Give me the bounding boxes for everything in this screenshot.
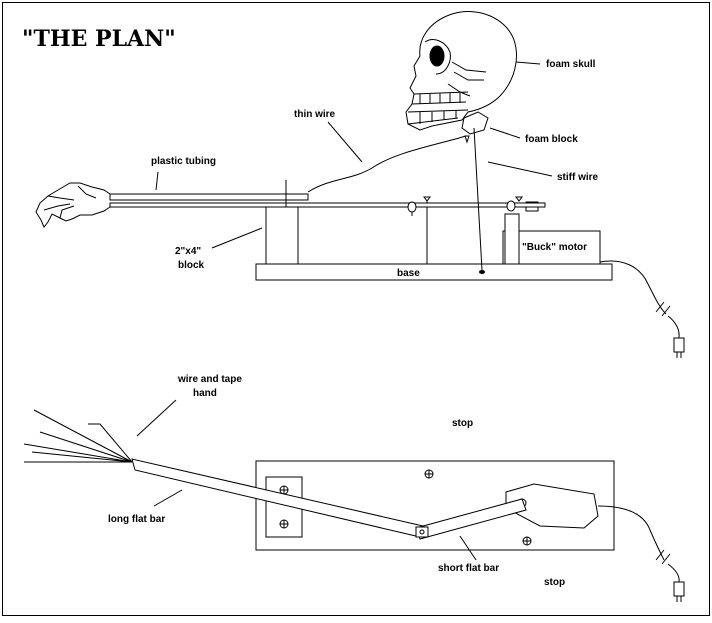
thin-wire xyxy=(307,135,467,193)
label-short-flat-bar: short flat bar xyxy=(438,563,499,574)
foam-block xyxy=(461,111,489,135)
leader-block xyxy=(211,227,263,249)
motor-cord-end xyxy=(667,315,680,339)
hand-outline xyxy=(35,182,111,228)
leader-wire-hand xyxy=(136,399,177,437)
leader-foam-skull xyxy=(515,61,541,65)
label-block-line1: 2"x4" xyxy=(175,246,201,257)
plastic-tubing xyxy=(109,193,309,201)
skull-eye-rim xyxy=(424,39,451,75)
skull-lower-teeth xyxy=(407,109,469,125)
label-stiff-wire: stiff wire xyxy=(557,172,599,183)
stiff-wire-anchor xyxy=(479,270,485,274)
top-motor-cord xyxy=(597,505,665,561)
leader-plastic-tubing xyxy=(155,171,159,191)
motor-cord-break xyxy=(655,301,671,317)
arm-bolt-right xyxy=(506,200,516,212)
top-cord-end xyxy=(667,563,680,583)
top-view: wire and tape hand stop long flat bar sh… xyxy=(23,374,685,602)
top-cord-break xyxy=(655,549,671,565)
label-foam-block: foam block xyxy=(525,134,578,145)
base-board xyxy=(255,263,613,281)
base-label: base xyxy=(397,268,420,279)
skull-upper-teeth xyxy=(411,91,469,105)
label-block-line2: block xyxy=(178,260,205,271)
side-view: base "Buck" motor xyxy=(35,11,685,358)
hand-fingers xyxy=(43,185,97,219)
jaw-pivot-pin xyxy=(464,135,470,144)
label-foam-skull: foam skull xyxy=(546,59,596,70)
stiff-wire xyxy=(473,127,483,271)
bar-joint-pin xyxy=(419,529,425,535)
label-stop-top: stop xyxy=(452,418,473,429)
leader-stiff-wire xyxy=(487,161,553,177)
skull-outline xyxy=(405,11,517,131)
label-hand: hand xyxy=(193,388,217,399)
skull-eye-socket xyxy=(429,45,445,67)
arm-bolt-left xyxy=(407,201,417,213)
buck-motor-label: "Buck" motor xyxy=(522,242,587,253)
label-stop-bottom: stop xyxy=(544,577,565,588)
motor-plug xyxy=(673,337,685,353)
pivot-pin-right xyxy=(515,196,523,202)
leader-long-flat-bar xyxy=(153,489,183,507)
leader-thin-wire xyxy=(327,121,363,163)
label-plastic-tubing: plastic tubing xyxy=(151,156,216,167)
leader-foam-block xyxy=(489,127,521,139)
label-thin-wire: thin wire xyxy=(294,109,336,120)
label-wire-and-tape: wire and tape xyxy=(177,374,242,385)
leader-short-flat-bar xyxy=(459,535,477,561)
two-by-four-block xyxy=(265,206,299,265)
motor-mount xyxy=(504,213,520,265)
diagram-title: "THE PLAN" xyxy=(22,26,176,52)
long-arm-bar xyxy=(109,202,546,208)
pivot-pin-left xyxy=(423,196,431,202)
top-motor-plug xyxy=(673,581,685,597)
label-long-flat-bar: long flat bar xyxy=(108,514,165,525)
motor-cord xyxy=(599,260,667,315)
wire-hand xyxy=(23,409,133,463)
foam-skull xyxy=(405,11,517,131)
